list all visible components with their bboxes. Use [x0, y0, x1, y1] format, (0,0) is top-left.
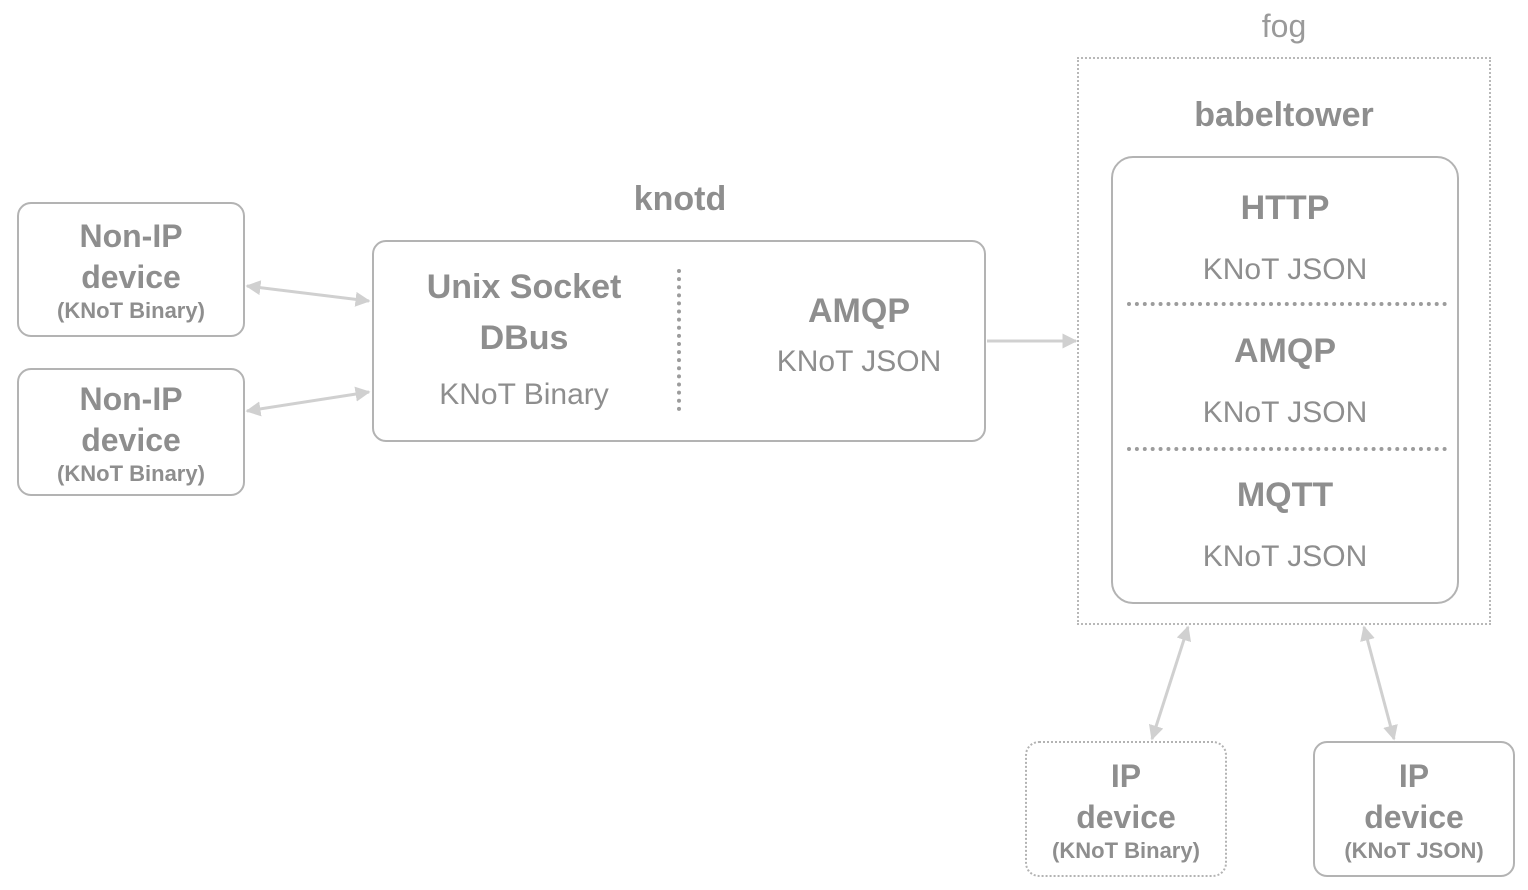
babeltower-label: babeltower	[1194, 96, 1374, 134]
babeltower-separator	[1127, 302, 1447, 306]
babeltower-format-1: KNoT JSON	[1202, 396, 1368, 429]
device-format: (KNoT Binary)	[57, 298, 205, 323]
device-line1: Non-IP	[79, 218, 183, 254]
device-line1: Non-IP	[79, 381, 183, 417]
babeltower-protocol-0: HTTP	[1240, 189, 1330, 227]
device-line1: IP	[1110, 758, 1142, 794]
device-line2: device	[81, 422, 181, 458]
fog-label: fog	[1261, 8, 1307, 44]
ip-device-1: IP device (KNoT Binary)	[1025, 741, 1227, 877]
knotd-left-format: KNoT Binary	[439, 378, 609, 411]
babeltower-format-0: KNoT JSON	[1202, 253, 1368, 286]
knotd-right-format: KNoT JSON	[776, 345, 942, 378]
knotd-label: knotd	[633, 180, 727, 218]
ip-device-2: IP device (KNoT JSON)	[1313, 741, 1515, 877]
device-format: (KNoT Binary)	[57, 461, 205, 486]
babeltower-separator	[1127, 447, 1447, 451]
device-line2: device	[81, 259, 181, 295]
device-line2: device	[1076, 799, 1176, 835]
knotd-divider	[677, 269, 681, 411]
knotd-box: Unix Socket DBus KNoT Binary AMQP KNoT J…	[372, 240, 986, 442]
babeltower-box: HTTP KNoT JSON AMQP KNoT JSON MQTT KNoT …	[1111, 156, 1459, 604]
nonip-device-1: Non-IP device (KNoT Binary)	[17, 202, 245, 337]
babeltower-format-2: KNoT JSON	[1202, 540, 1368, 573]
fog-ip1-arrow	[1148, 625, 1192, 741]
device-format: (KNoT Binary)	[1052, 838, 1200, 863]
knotd-left-line2: DBus	[479, 319, 569, 357]
babeltower-protocol-1: AMQP	[1234, 332, 1336, 370]
device-line1: IP	[1398, 758, 1430, 794]
babeltower-protocol-2: MQTT	[1236, 476, 1334, 514]
nonip1-knotd-arrow	[245, 280, 371, 307]
knotd-right-protocol: AMQP	[808, 292, 910, 330]
nonip2-knotd-arrow	[245, 386, 371, 417]
fog-ip2-arrow	[1360, 625, 1398, 741]
fog-frame	[1077, 57, 1491, 625]
knotd-left-line1: Unix Socket	[426, 268, 622, 306]
nonip-device-2: Non-IP device (KNoT Binary)	[17, 368, 245, 496]
device-format: (KNoT JSON)	[1344, 838, 1484, 863]
device-line2: device	[1364, 799, 1464, 835]
